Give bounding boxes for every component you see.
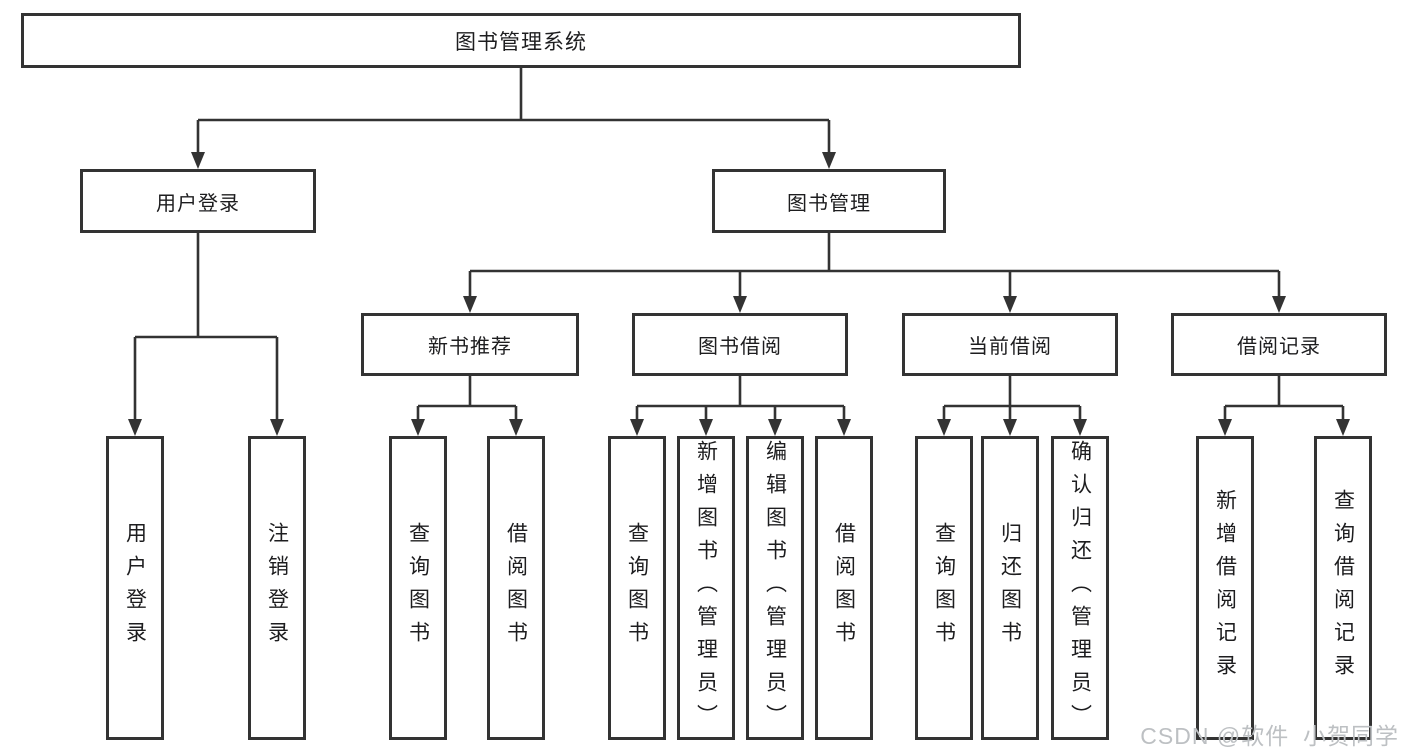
- leaf-borrowing-borrow-books-label: 借阅图书: [832, 522, 856, 654]
- branch-user-login-to-leaves: [128, 233, 284, 436]
- leaf-newrec-query-books: 查询图书: [389, 436, 447, 740]
- leaf-borrowing-query-books-label: 查询图书: [625, 522, 649, 654]
- node-current-borrowing: 当前借阅: [902, 313, 1118, 376]
- leaf-borrowing-borrow-books: 借阅图书: [815, 436, 873, 740]
- leaf-borrowing-edit-books-admin-label: 编辑图书（管理员）: [763, 439, 787, 737]
- leaf-borrowing-add-books-admin-label: 新增图书（管理员）: [694, 439, 718, 737]
- leaf-current-return-books: 归还图书: [981, 436, 1039, 740]
- leaf-current-return-books-label: 归还图书: [998, 522, 1022, 654]
- node-user-login: 用户登录: [80, 169, 316, 233]
- branch-root-to-level2: [191, 68, 836, 169]
- leaf-records-add-borrow-record: 新增借阅记录: [1196, 436, 1254, 740]
- branch-book-management-to-level3: [463, 233, 1286, 313]
- leaf-records-add-borrow-record-label: 新增借阅记录: [1213, 489, 1237, 687]
- branch-book-borrowing-to-leaves: [630, 376, 851, 436]
- branch-borrowing-records-to-leaves: [1218, 376, 1350, 436]
- leaf-newrec-query-books-label: 查询图书: [406, 522, 430, 654]
- leaf-newrec-borrow-books-label: 借阅图书: [504, 522, 528, 654]
- leaf-current-confirm-return-admin: 确认归还（管理员）: [1051, 436, 1109, 740]
- leaf-logout: 注销登录: [248, 436, 306, 740]
- leaf-logout-label: 注销登录: [265, 522, 289, 654]
- leaf-borrowing-add-books-admin: 新增图书（管理员）: [677, 436, 735, 740]
- leaf-user-login: 用户登录: [106, 436, 164, 740]
- leaf-borrowing-query-books: 查询图书: [608, 436, 666, 740]
- node-book-borrowing: 图书借阅: [632, 313, 848, 376]
- node-borrowing-records: 借阅记录: [1171, 313, 1387, 376]
- leaf-borrowing-edit-books-admin: 编辑图书（管理员）: [746, 436, 804, 740]
- leaf-current-query-books-label: 查询图书: [932, 522, 956, 654]
- csdn-watermark: CSDN @软件_小贺同学: [1140, 723, 1399, 747]
- node-book-management: 图书管理: [712, 169, 946, 233]
- leaf-current-confirm-return-admin-label: 确认归还（管理员）: [1068, 439, 1092, 737]
- leaf-records-query-borrow-record-label: 查询借阅记录: [1331, 489, 1355, 687]
- node-library-management-system: 图书管理系统: [21, 13, 1021, 68]
- leaf-user-login-label: 用户登录: [123, 522, 147, 654]
- leaf-newrec-borrow-books: 借阅图书: [487, 436, 545, 740]
- branch-new-book-recommendation-to-leaves: [411, 376, 523, 436]
- node-new-book-recommendation: 新书推荐: [361, 313, 579, 376]
- leaf-records-query-borrow-record: 查询借阅记录: [1314, 436, 1372, 740]
- branch-current-borrowing-to-leaves: [937, 376, 1087, 436]
- leaf-current-query-books: 查询图书: [915, 436, 973, 740]
